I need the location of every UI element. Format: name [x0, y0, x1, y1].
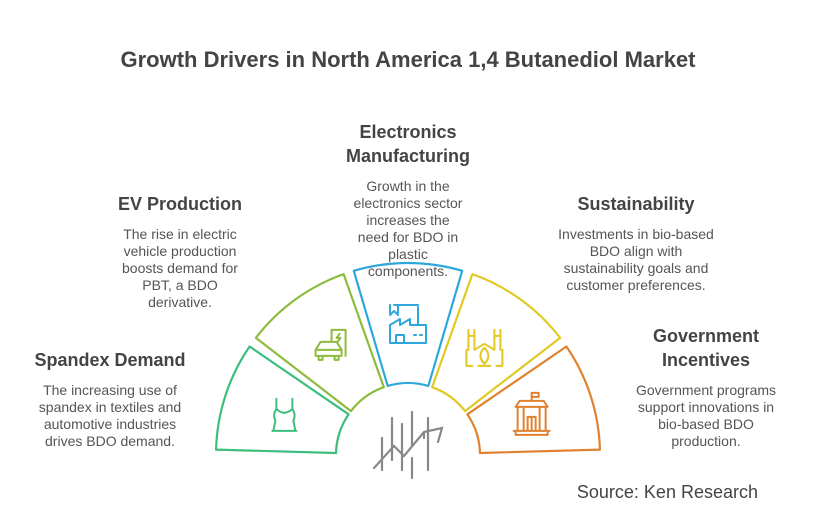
driver-text: Government programs support innovations … [635, 382, 777, 449]
government-building-icon [512, 391, 551, 436]
driver-text: Growth in the electronics sector increas… [353, 178, 463, 279]
driver-heading: Spandex Demand [34, 350, 186, 370]
driver-sustainability: Sustainability Investments in bio-based … [546, 192, 726, 294]
driver-government: Government Incentives Government program… [616, 324, 796, 450]
driver-heading: Government Incentives [652, 326, 760, 370]
segment-1 [254, 273, 385, 413]
electric-car-icon [314, 328, 347, 361]
tank-top-icon [271, 397, 298, 432]
source-label: Source: Ken Research [576, 482, 758, 502]
robotic-factory-icon [389, 304, 427, 344]
growth-chart-icon [372, 410, 444, 480]
segment-4 [466, 345, 602, 455]
segment-3 [431, 273, 562, 413]
driver-text: The increasing use of spandex in textile… [38, 382, 182, 449]
driver-heading: EV Production [117, 194, 242, 214]
segment-0 [214, 345, 350, 455]
driver-heading: Sustainability [577, 194, 695, 214]
driver-spandex: Spandex Demand The increasing use of spa… [20, 348, 200, 450]
driver-ev: EV Production The rise in electric vehic… [100, 192, 260, 311]
eco-factory-icon [465, 328, 504, 367]
driver-heading: Electronics Manufacturing [346, 122, 470, 166]
driver-text: The rise in electric vehicle production … [122, 226, 238, 310]
diagram-title: Growth Drivers in North America 1,4 Buta… [120, 47, 696, 72]
segment-2 [352, 261, 464, 388]
driver-text: Investments in bio-based BDO align with … [558, 226, 714, 293]
driver-electronics: Electronics Manufacturing Growth in the … [318, 120, 498, 280]
